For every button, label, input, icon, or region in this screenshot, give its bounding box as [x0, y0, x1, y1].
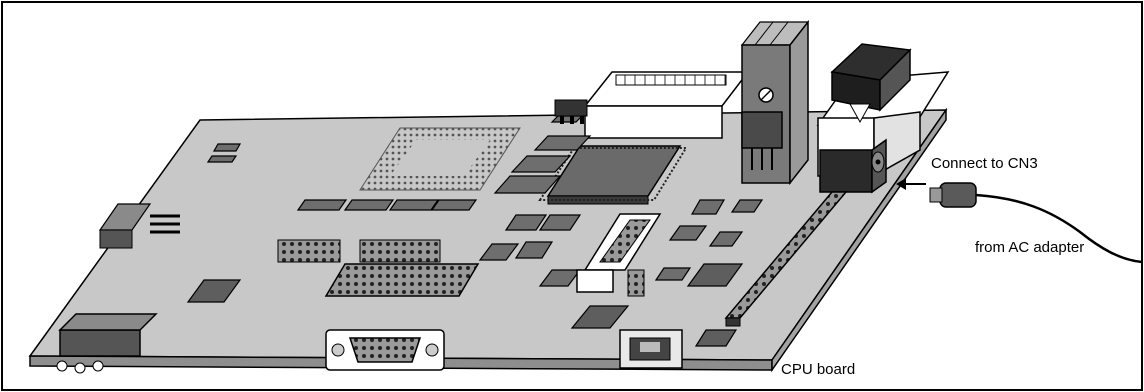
edge-connector — [724, 191, 848, 327]
ethernet-jack — [619, 329, 683, 369]
dip-switches — [56, 313, 158, 374]
bga-center — [390, 140, 490, 176]
connect-label: Connect to CN3 — [931, 155, 1038, 172]
pin-header-strip — [324, 263, 480, 297]
heatsink — [740, 19, 810, 186]
ac-adapter-plug — [929, 182, 1143, 264]
square-chips — [186, 263, 744, 347]
power-switch — [816, 43, 950, 178]
memory-chips — [206, 115, 764, 287]
db9-connector — [325, 329, 445, 371]
left-connector — [98, 203, 180, 249]
jumper-block-left — [277, 239, 341, 263]
switch-indicator-icon — [849, 103, 871, 124]
board-label: CPU board — [781, 361, 855, 378]
qfp-chip — [538, 145, 688, 205]
arrow-icon — [896, 178, 926, 190]
jumper-block-right — [359, 239, 441, 263]
small-header — [554, 99, 588, 124]
vertical-connector — [576, 213, 662, 297]
power-jack-cn3 — [819, 138, 887, 194]
cpu-board — [28, 107, 948, 373]
adapter-label: from AC adapter — [975, 239, 1084, 256]
